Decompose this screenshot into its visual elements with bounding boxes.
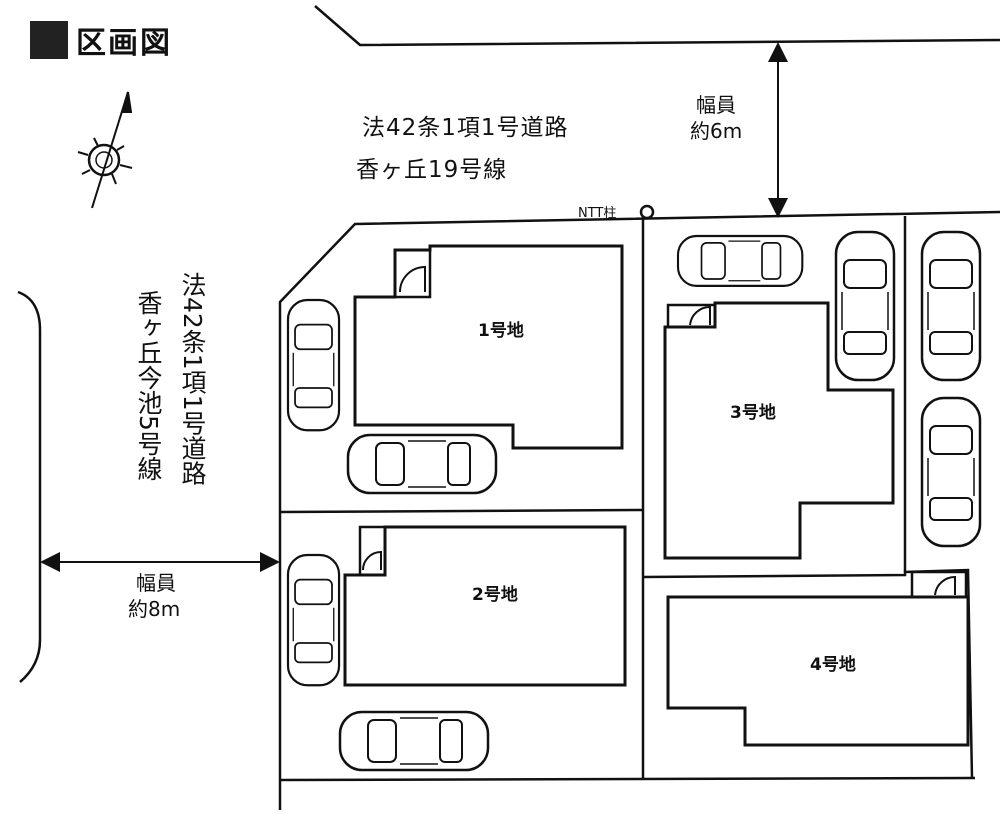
car-icon (346, 433, 498, 495)
site-boundary (278, 210, 1000, 810)
car-icon (920, 396, 982, 548)
door-icon (934, 575, 956, 596)
car-icon (286, 553, 341, 687)
west-road-width: 幅員 約8m (128, 570, 180, 622)
car-icon (834, 230, 896, 382)
compass-north-icon (77, 91, 133, 209)
ntt-pole-icon (639, 204, 655, 220)
lot-divider-3-4 (642, 568, 974, 779)
car-icon (338, 710, 490, 772)
width-label: 幅員 (696, 93, 736, 117)
entrance-lot-2 (358, 525, 387, 577)
door-icon (362, 550, 382, 571)
lot-label-1: 1号地 (478, 321, 524, 341)
door-icon (399, 265, 426, 293)
width-value: 約6m (690, 119, 743, 143)
north-road-width: 幅員 約6m (690, 92, 742, 144)
width-value: 約8m (128, 597, 181, 621)
north-road-edge (314, 5, 1000, 47)
car-icon (676, 234, 804, 287)
door-icon (689, 305, 711, 326)
car-icon (920, 230, 982, 382)
entrance-lot-1 (393, 248, 432, 299)
west-road-edge (17, 290, 42, 683)
north-road-name: 法42条1項1号道路 (362, 115, 569, 141)
lot-label-2: 2号地 (472, 585, 518, 605)
building-lot-2 (343, 525, 627, 687)
north-road-route: 香ヶ丘19号線 (356, 157, 508, 183)
page-title: 区画図 (30, 18, 172, 62)
entrance-lot-3 (666, 303, 717, 329)
west-road-route: 香ヶ丘今池5号線 (134, 290, 163, 481)
building-lot-1 (353, 244, 624, 450)
lot-divider-1-2 (279, 508, 644, 514)
title-marker-icon (30, 21, 68, 59)
lot-label-4: 4号地 (810, 655, 856, 675)
entrance-lot-4 (910, 570, 968, 599)
west-road-name: 法42条1項1号道路 (178, 272, 207, 486)
building-lot-4 (666, 595, 970, 747)
width-label: 幅員 (136, 571, 176, 595)
ntt-pole-label: NTT柱 (578, 206, 617, 221)
car-icon (286, 298, 341, 432)
site-bottom-boundary (279, 776, 976, 782)
lot-label-3: 3号地 (730, 403, 776, 423)
